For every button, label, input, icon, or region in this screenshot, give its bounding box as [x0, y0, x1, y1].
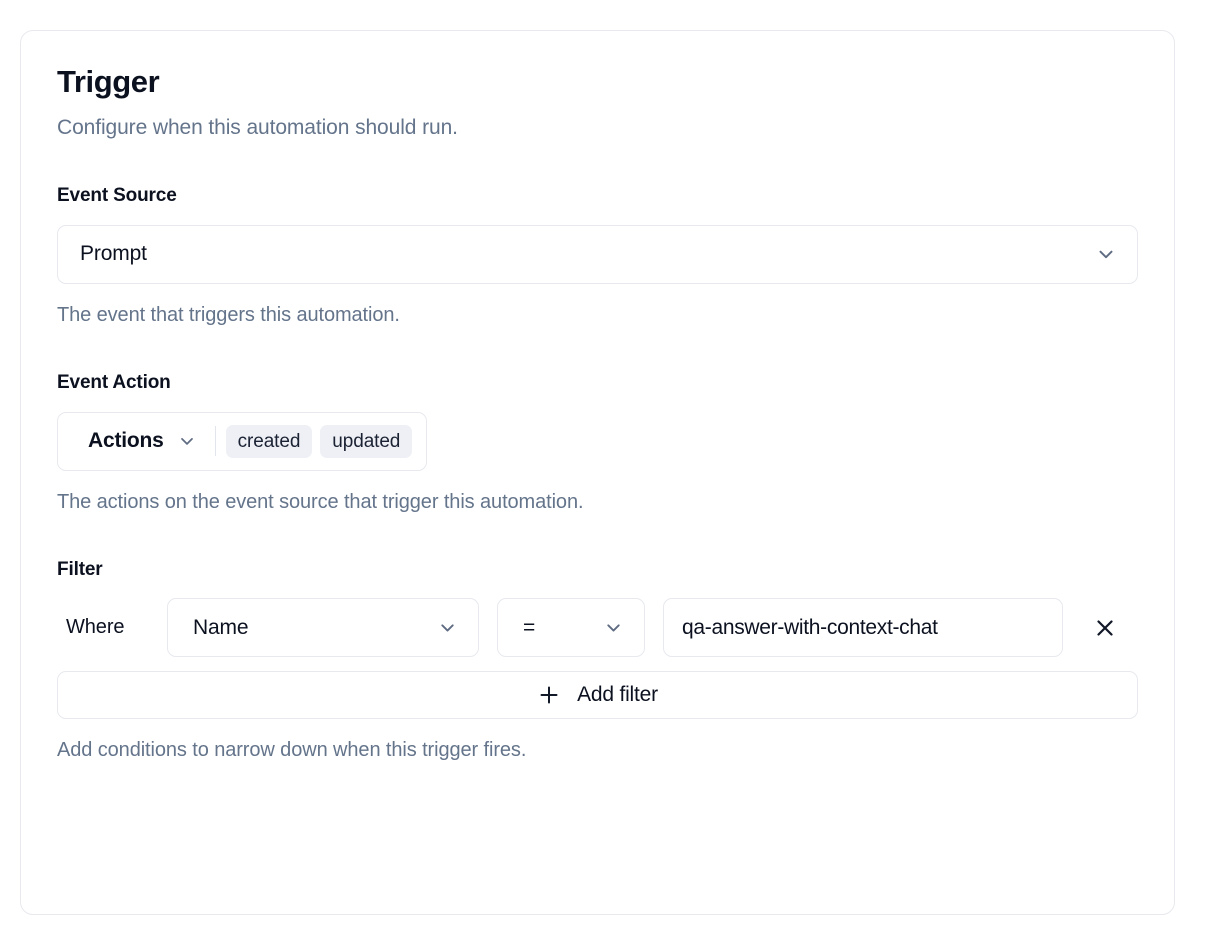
event-source-help: The event that triggers this automation.	[57, 303, 400, 326]
card-subtitle: Configure when this automation should ru…	[57, 115, 458, 139]
event-source-value: Prompt	[80, 242, 147, 266]
add-filter-button[interactable]: Add filter	[57, 671, 1138, 720]
event-action-help: The actions on the event source that tri…	[57, 490, 584, 513]
event-action-chip-list: created updated	[225, 424, 413, 458]
trigger-card: Trigger Configure when this automation s…	[20, 30, 1175, 915]
event-action-field: Event Action Actions created updated	[57, 372, 1138, 515]
chevron-down-icon	[177, 431, 197, 451]
close-icon	[1093, 616, 1117, 640]
filter-label: Filter	[57, 558, 103, 580]
filter-remove-button[interactable]	[1085, 608, 1125, 648]
chevron-down-icon	[603, 617, 624, 638]
event-action-chip[interactable]: created	[225, 424, 313, 458]
event-action-label: Event Action	[57, 371, 171, 393]
chevron-down-icon	[437, 617, 458, 638]
add-filter-label: Add filter	[577, 683, 658, 707]
filter-operator-value: =	[523, 615, 536, 639]
event-action-dropdown-label: Actions	[88, 429, 164, 453]
page-title: Trigger	[57, 64, 160, 99]
filter-field-value: Name	[193, 615, 249, 639]
event-source-label: Event Source	[57, 185, 177, 207]
divider	[214, 426, 216, 457]
event-source-select[interactable]: Prompt	[57, 224, 1138, 284]
event-action-control: Actions created updated	[57, 411, 428, 471]
filter-field-select[interactable]: Name	[167, 598, 479, 658]
filter-row: Where Name =	[57, 598, 1138, 658]
filter-help: Add conditions to narrow down when this …	[57, 739, 527, 762]
filter-where-label: Where	[66, 616, 125, 639]
event-action-dropdown-trigger[interactable]: Actions	[58, 413, 213, 470]
filter-value-input[interactable]	[663, 598, 1063, 658]
chevron-down-icon	[1095, 243, 1117, 265]
event-source-field: Event Source Prompt The event that trigg…	[57, 185, 1138, 328]
event-action-chip[interactable]: updated	[320, 424, 413, 458]
filter-operator-select[interactable]: =	[497, 598, 645, 658]
plus-icon	[537, 683, 561, 707]
filter-field: Filter Where Name =	[57, 559, 1138, 764]
